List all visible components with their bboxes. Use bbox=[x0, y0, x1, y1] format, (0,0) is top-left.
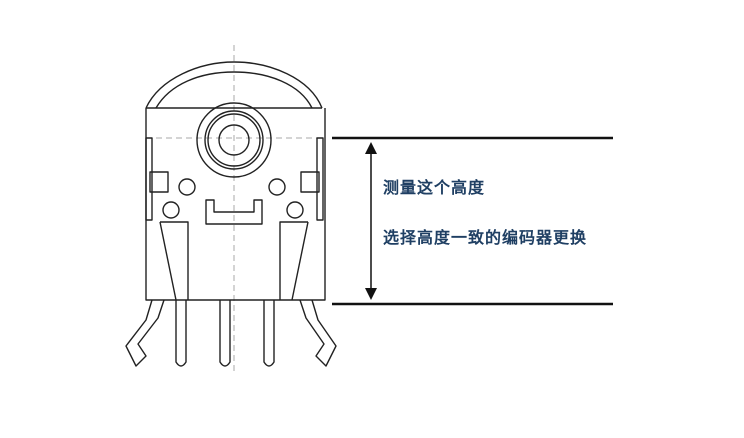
choose-same-height-label: 选择高度一致的编码器更换 bbox=[383, 228, 588, 247]
measurement-guides bbox=[332, 136, 613, 306]
measure-height-label: 测量这个高度 bbox=[383, 178, 486, 197]
encoder-pins bbox=[125, 299, 337, 367]
encoder-outline bbox=[145, 61, 326, 301]
shaft-rings bbox=[196, 102, 272, 178]
reference-centerlines bbox=[146, 45, 325, 372]
mounting-holes bbox=[162, 178, 304, 219]
